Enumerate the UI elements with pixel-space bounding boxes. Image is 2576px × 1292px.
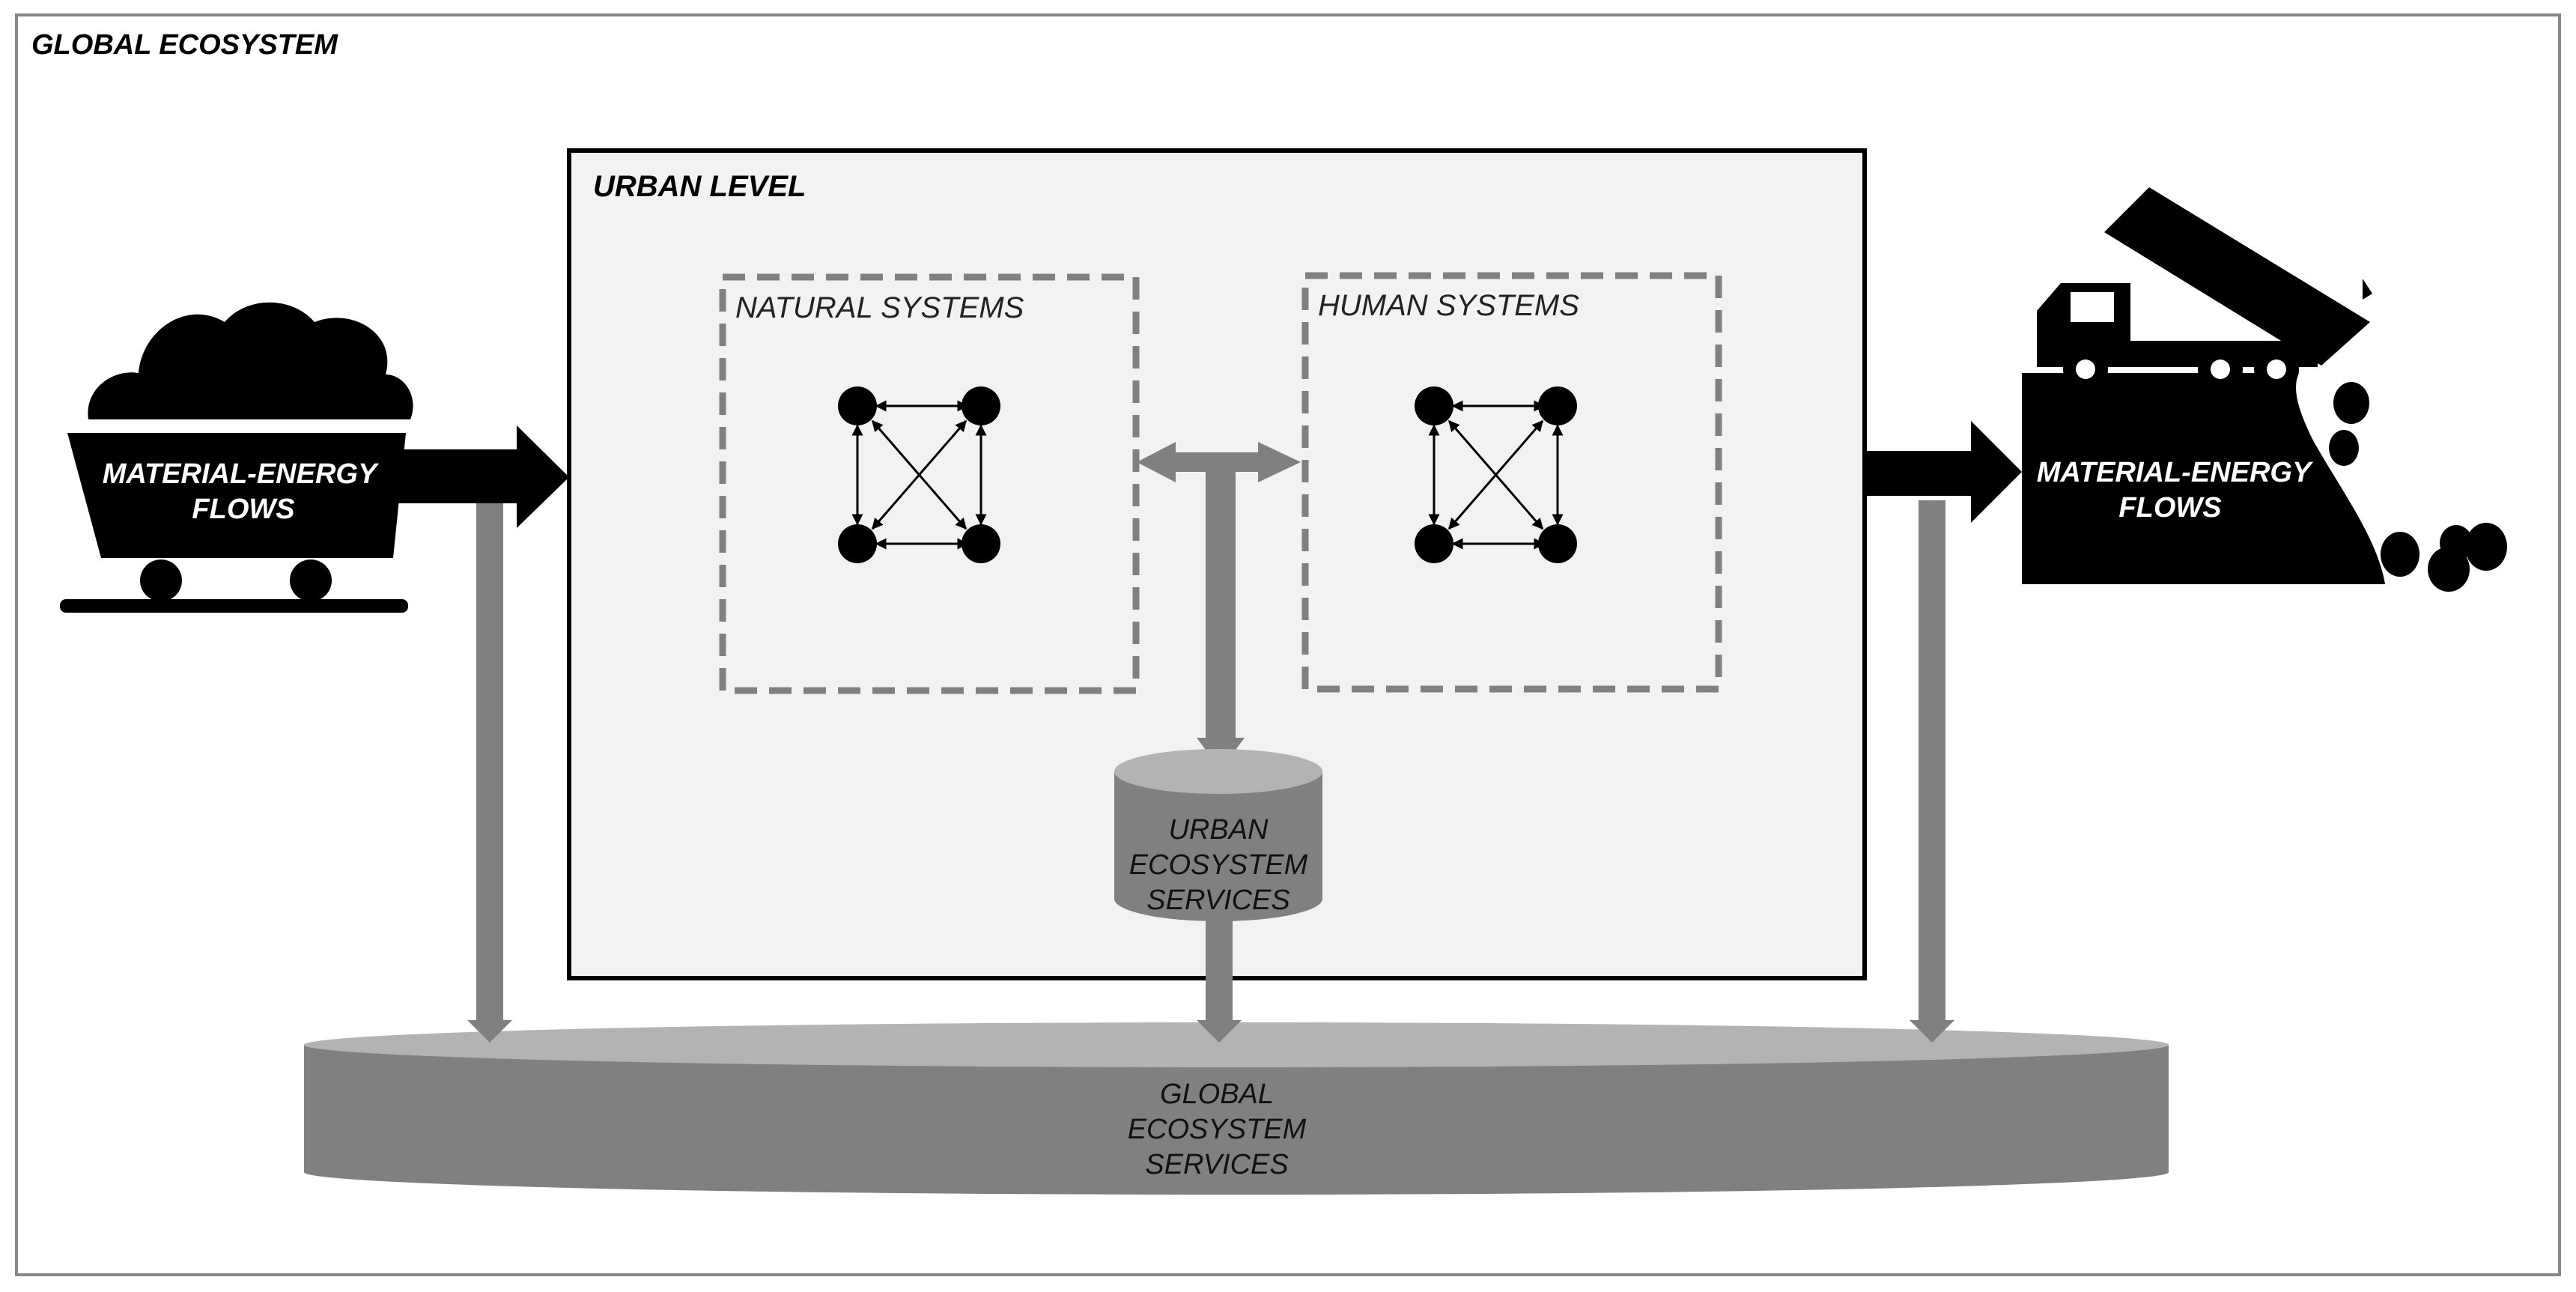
global-ecosystem-title: GLOBAL ECOSYSTEM xyxy=(31,29,338,61)
natural-network xyxy=(838,386,1000,563)
inflow-label-line2: FLOWS xyxy=(192,494,294,525)
natural-node xyxy=(838,386,877,425)
global-services-line3: SERVICES xyxy=(1145,1149,1288,1180)
dump-truck-icon xyxy=(2022,187,2507,592)
global-services-line2: ECOSYSTEM xyxy=(1128,1114,1307,1145)
human-node xyxy=(1415,524,1453,563)
urban-level-title: URBAN LEVEL xyxy=(593,170,806,203)
human-systems-box xyxy=(1301,272,1722,693)
outflow-arrow xyxy=(1867,421,2022,523)
inflow-label-line1: MATERIAL-ENERGY xyxy=(103,458,380,490)
natural-systems-label: NATURAL SYSTEMS xyxy=(735,291,1024,324)
human-node xyxy=(1415,386,1453,425)
natural-node xyxy=(962,386,1000,425)
inflow-arrow xyxy=(389,425,569,528)
mine-cart-icon xyxy=(60,302,413,613)
urban-to-global-arrow xyxy=(1197,920,1242,1043)
natural-node xyxy=(838,524,877,563)
human-node xyxy=(1538,524,1577,563)
human-node xyxy=(1538,386,1577,425)
global-ecosystem-services xyxy=(304,1022,2169,1195)
outflow-label-line1: MATERIAL-ENERGY xyxy=(2037,457,2314,488)
urban-services-line1: URBAN xyxy=(1168,814,1269,846)
urban-ecosystem-services xyxy=(1114,749,1322,921)
outflow-label-line2: FLOWS xyxy=(2118,492,2221,524)
natural-node xyxy=(962,524,1000,563)
natural-systems-box xyxy=(719,273,1140,694)
right-flow-down-arrow xyxy=(1910,500,1954,1043)
left-flow-down-arrow xyxy=(467,502,512,1043)
global-services-line1: GLOBAL xyxy=(1160,1079,1274,1110)
urban-services-line3: SERVICES xyxy=(1146,885,1289,916)
human-systems-label: HUMAN SYSTEMS xyxy=(1318,289,1579,322)
human-network xyxy=(1415,386,1577,563)
urban-services-line2: ECOSYSTEM xyxy=(1129,849,1308,881)
